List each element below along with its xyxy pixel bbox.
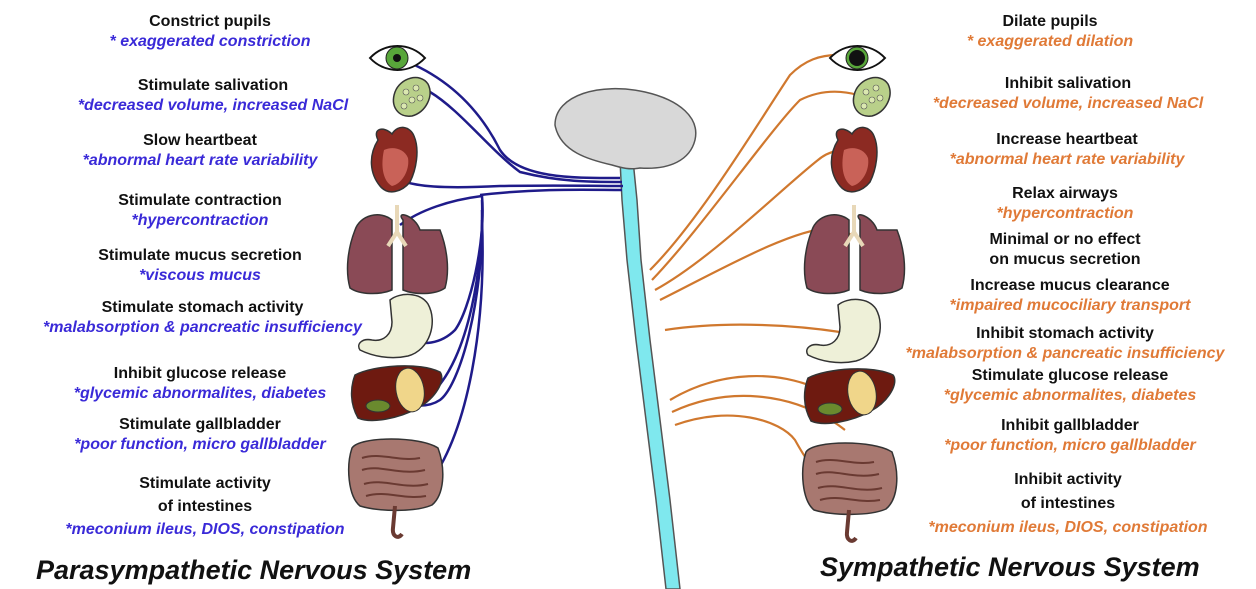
- effect-label: Inhibit salivation: [888, 74, 1248, 94]
- symp-item-stomach: Inhibit stomach activity *malabsorption …: [876, 324, 1254, 364]
- symp-item-mucus-secretion: Minimal or no effect on mucus secretion: [915, 230, 1215, 270]
- lungs-icon: [348, 205, 448, 294]
- para-item-gallbladder: Stimulate gallbladder *poor function, mi…: [30, 415, 370, 455]
- cf-note: *meconium ileus, DIOS, constipation: [888, 516, 1248, 540]
- cf-note: *abnormal heart rate variability: [30, 151, 370, 171]
- effect-label-line2: of intestines: [888, 492, 1248, 516]
- symp-item-salivation: Inhibit salivation *decreased volume, in…: [888, 74, 1248, 114]
- stomach-icon: [807, 299, 881, 362]
- effect-label: Inhibit stomach activity: [876, 324, 1254, 344]
- para-item-stomach: Stimulate stomach activity *malabsorptio…: [5, 298, 400, 338]
- cf-note: *glycemic abnormalites, diabetes: [900, 386, 1240, 406]
- cf-note: * exaggerated constriction: [60, 32, 360, 52]
- effect-label: Stimulate mucus secretion: [40, 246, 360, 266]
- effect-label: Inhibit glucose release: [30, 364, 370, 384]
- symp-item-glucose: Stimulate glucose release *glycemic abno…: [900, 366, 1240, 406]
- cf-note: *decreased volume, increased NaCl: [28, 96, 398, 116]
- effect-label: Minimal or no effect: [915, 230, 1215, 250]
- para-item-heartbeat: Slow heartbeat *abnormal heart rate vari…: [30, 131, 370, 171]
- effect-label: Increase heartbeat: [892, 130, 1242, 150]
- lungs-icon: [805, 205, 905, 294]
- cf-note: * exaggerated dilation: [900, 32, 1200, 52]
- cf-note: *meconium ileus, DIOS, constipation: [20, 518, 390, 541]
- spinal-cord: [620, 160, 680, 589]
- cf-note: *hypercontraction: [915, 204, 1215, 224]
- effect-label: Increase mucus clearance: [900, 276, 1240, 296]
- effect-label: Stimulate salivation: [28, 76, 398, 96]
- cf-note: *poor function, micro gallbladder: [900, 436, 1240, 456]
- symp-item-airways: Relax airways *hypercontraction: [915, 184, 1215, 224]
- symp-item-gallbladder: Inhibit gallbladder *poor function, micr…: [900, 416, 1240, 456]
- gallbladder-icon: [818, 403, 842, 415]
- brain: [555, 89, 696, 169]
- intestines-icon: [803, 443, 897, 541]
- para-item-glucose: Inhibit glucose release *glycemic abnorm…: [30, 364, 370, 404]
- parasympathetic-title: Parasympathetic Nervous System: [36, 555, 471, 586]
- effect-label: Relax airways: [915, 184, 1215, 204]
- effect-label-line2: of intestines: [20, 495, 390, 518]
- salivary-gland-icon: [854, 78, 891, 117]
- effect-label: Stimulate activity: [20, 472, 390, 495]
- salivary-gland-icon: [394, 78, 431, 117]
- cf-note: *hypercontraction: [40, 211, 360, 231]
- sympathetic-title: Sympathetic Nervous System: [820, 552, 1200, 583]
- effect-label: Constrict pupils: [60, 12, 360, 32]
- para-item-pupils: Constrict pupils * exaggerated constrict…: [60, 12, 360, 52]
- cf-note: *glycemic abnormalites, diabetes: [30, 384, 370, 404]
- para-item-mucus: Stimulate mucus secretion *viscous mucus: [40, 246, 360, 286]
- effect-label: Slow heartbeat: [30, 131, 370, 151]
- effect-label-line2: on mucus secretion: [915, 250, 1215, 270]
- effect-label: Inhibit activity: [888, 468, 1248, 492]
- effect-label: Dilate pupils: [900, 12, 1200, 32]
- symp-item-heartbeat: Increase heartbeat *abnormal heart rate …: [892, 130, 1242, 170]
- para-item-intestines: Stimulate activity of intestines *meconi…: [20, 472, 390, 541]
- symp-item-intestines: Inhibit activity of intestines *meconium…: [888, 468, 1248, 540]
- effect-label: Stimulate glucose release: [900, 366, 1240, 386]
- liver-icon: [805, 369, 895, 424]
- para-item-salivation: Stimulate salivation *decreased volume, …: [28, 76, 398, 116]
- cf-note: *viscous mucus: [40, 266, 360, 286]
- effect-label: Stimulate contraction: [40, 191, 360, 211]
- cf-note: *malabsorption & pancreatic insufficienc…: [876, 344, 1254, 364]
- effect-label: Inhibit gallbladder: [900, 416, 1240, 436]
- effect-label: Stimulate gallbladder: [30, 415, 370, 435]
- symp-item-pupils: Dilate pupils * exaggerated dilation: [900, 12, 1200, 52]
- effect-label: Stimulate stomach activity: [5, 298, 400, 318]
- heart-icon: [831, 127, 877, 191]
- cf-note: *decreased volume, increased NaCl: [888, 94, 1248, 114]
- cf-note: *malabsorption & pancreatic insufficienc…: [5, 318, 400, 338]
- cf-note: *poor function, micro gallbladder: [30, 435, 370, 455]
- eye-icon: [830, 46, 885, 70]
- heart-icon: [371, 127, 417, 191]
- symp-item-mucus-clearance: Increase mucus clearance *impaired mucoc…: [900, 276, 1240, 316]
- cf-note: *abnormal heart rate variability: [892, 150, 1242, 170]
- para-item-contraction: Stimulate contraction *hypercontraction: [40, 191, 360, 231]
- cf-note: *impaired mucociliary transport: [900, 296, 1240, 316]
